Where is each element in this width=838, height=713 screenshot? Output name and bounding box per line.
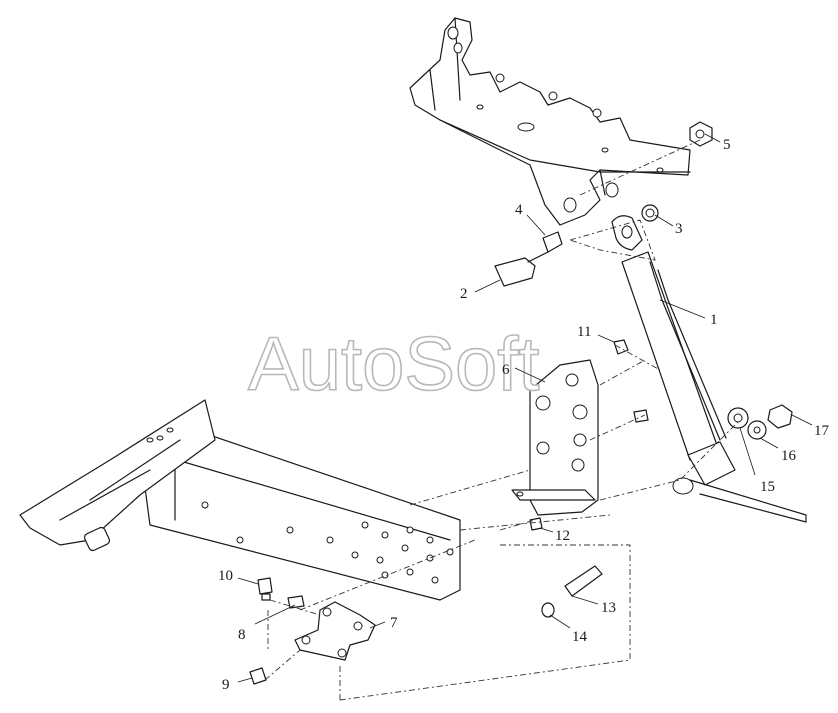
callout-label: 12 <box>555 528 570 544</box>
callout-label: 7 <box>390 615 398 631</box>
callout-3: 3 <box>654 214 683 237</box>
callout-label: 11 <box>577 324 591 340</box>
watermark-text: AutoSoft <box>248 322 540 407</box>
callout-14: 14 <box>549 614 588 645</box>
callout-9: 9 <box>222 677 253 693</box>
lift-cylinder <box>611 215 807 523</box>
callout-label: 9 <box>222 677 230 693</box>
callout-label: 10 <box>218 568 233 584</box>
callout-8: 8 <box>238 604 296 643</box>
callout-label: 1 <box>710 312 718 328</box>
callout-label: 6 <box>502 362 510 378</box>
callout-16: 16 <box>759 437 797 464</box>
callout-label: 4 <box>515 202 523 218</box>
callout-2: 2 <box>460 279 501 302</box>
callout-5: 5 <box>704 133 731 153</box>
frame-rail-holes <box>146 427 454 584</box>
upper-mount-bracket <box>409 17 691 226</box>
callout-label: 16 <box>781 448 797 464</box>
callout-1: 1 <box>659 299 718 328</box>
callout-label: 3 <box>675 221 683 237</box>
callout-6: 6 <box>502 362 546 383</box>
callout-label: 14 <box>572 629 588 645</box>
callout-13: 13 <box>571 595 616 616</box>
callout-label: 15 <box>760 479 775 495</box>
top-hardware <box>494 121 713 287</box>
frame-rail <box>19 399 461 601</box>
callout-label: 5 <box>723 137 731 153</box>
callout-label: 17 <box>814 423 830 439</box>
callout-10: 10 <box>218 568 259 585</box>
assembly-lines <box>264 139 741 701</box>
lower-hardware-right <box>727 404 793 440</box>
callout-7: 7 <box>369 615 398 631</box>
callout-15: 15 <box>739 427 775 495</box>
lower-bracket <box>294 601 376 661</box>
callout-12: 12 <box>539 527 570 544</box>
callout-label: 8 <box>238 627 246 643</box>
mounting-plate <box>511 359 599 516</box>
callout-label: 2 <box>460 286 468 302</box>
callout-11: 11 <box>577 324 615 343</box>
callout-4: 4 <box>515 202 546 236</box>
callout-17: 17 <box>791 414 830 439</box>
callout-label: 13 <box>601 600 616 616</box>
